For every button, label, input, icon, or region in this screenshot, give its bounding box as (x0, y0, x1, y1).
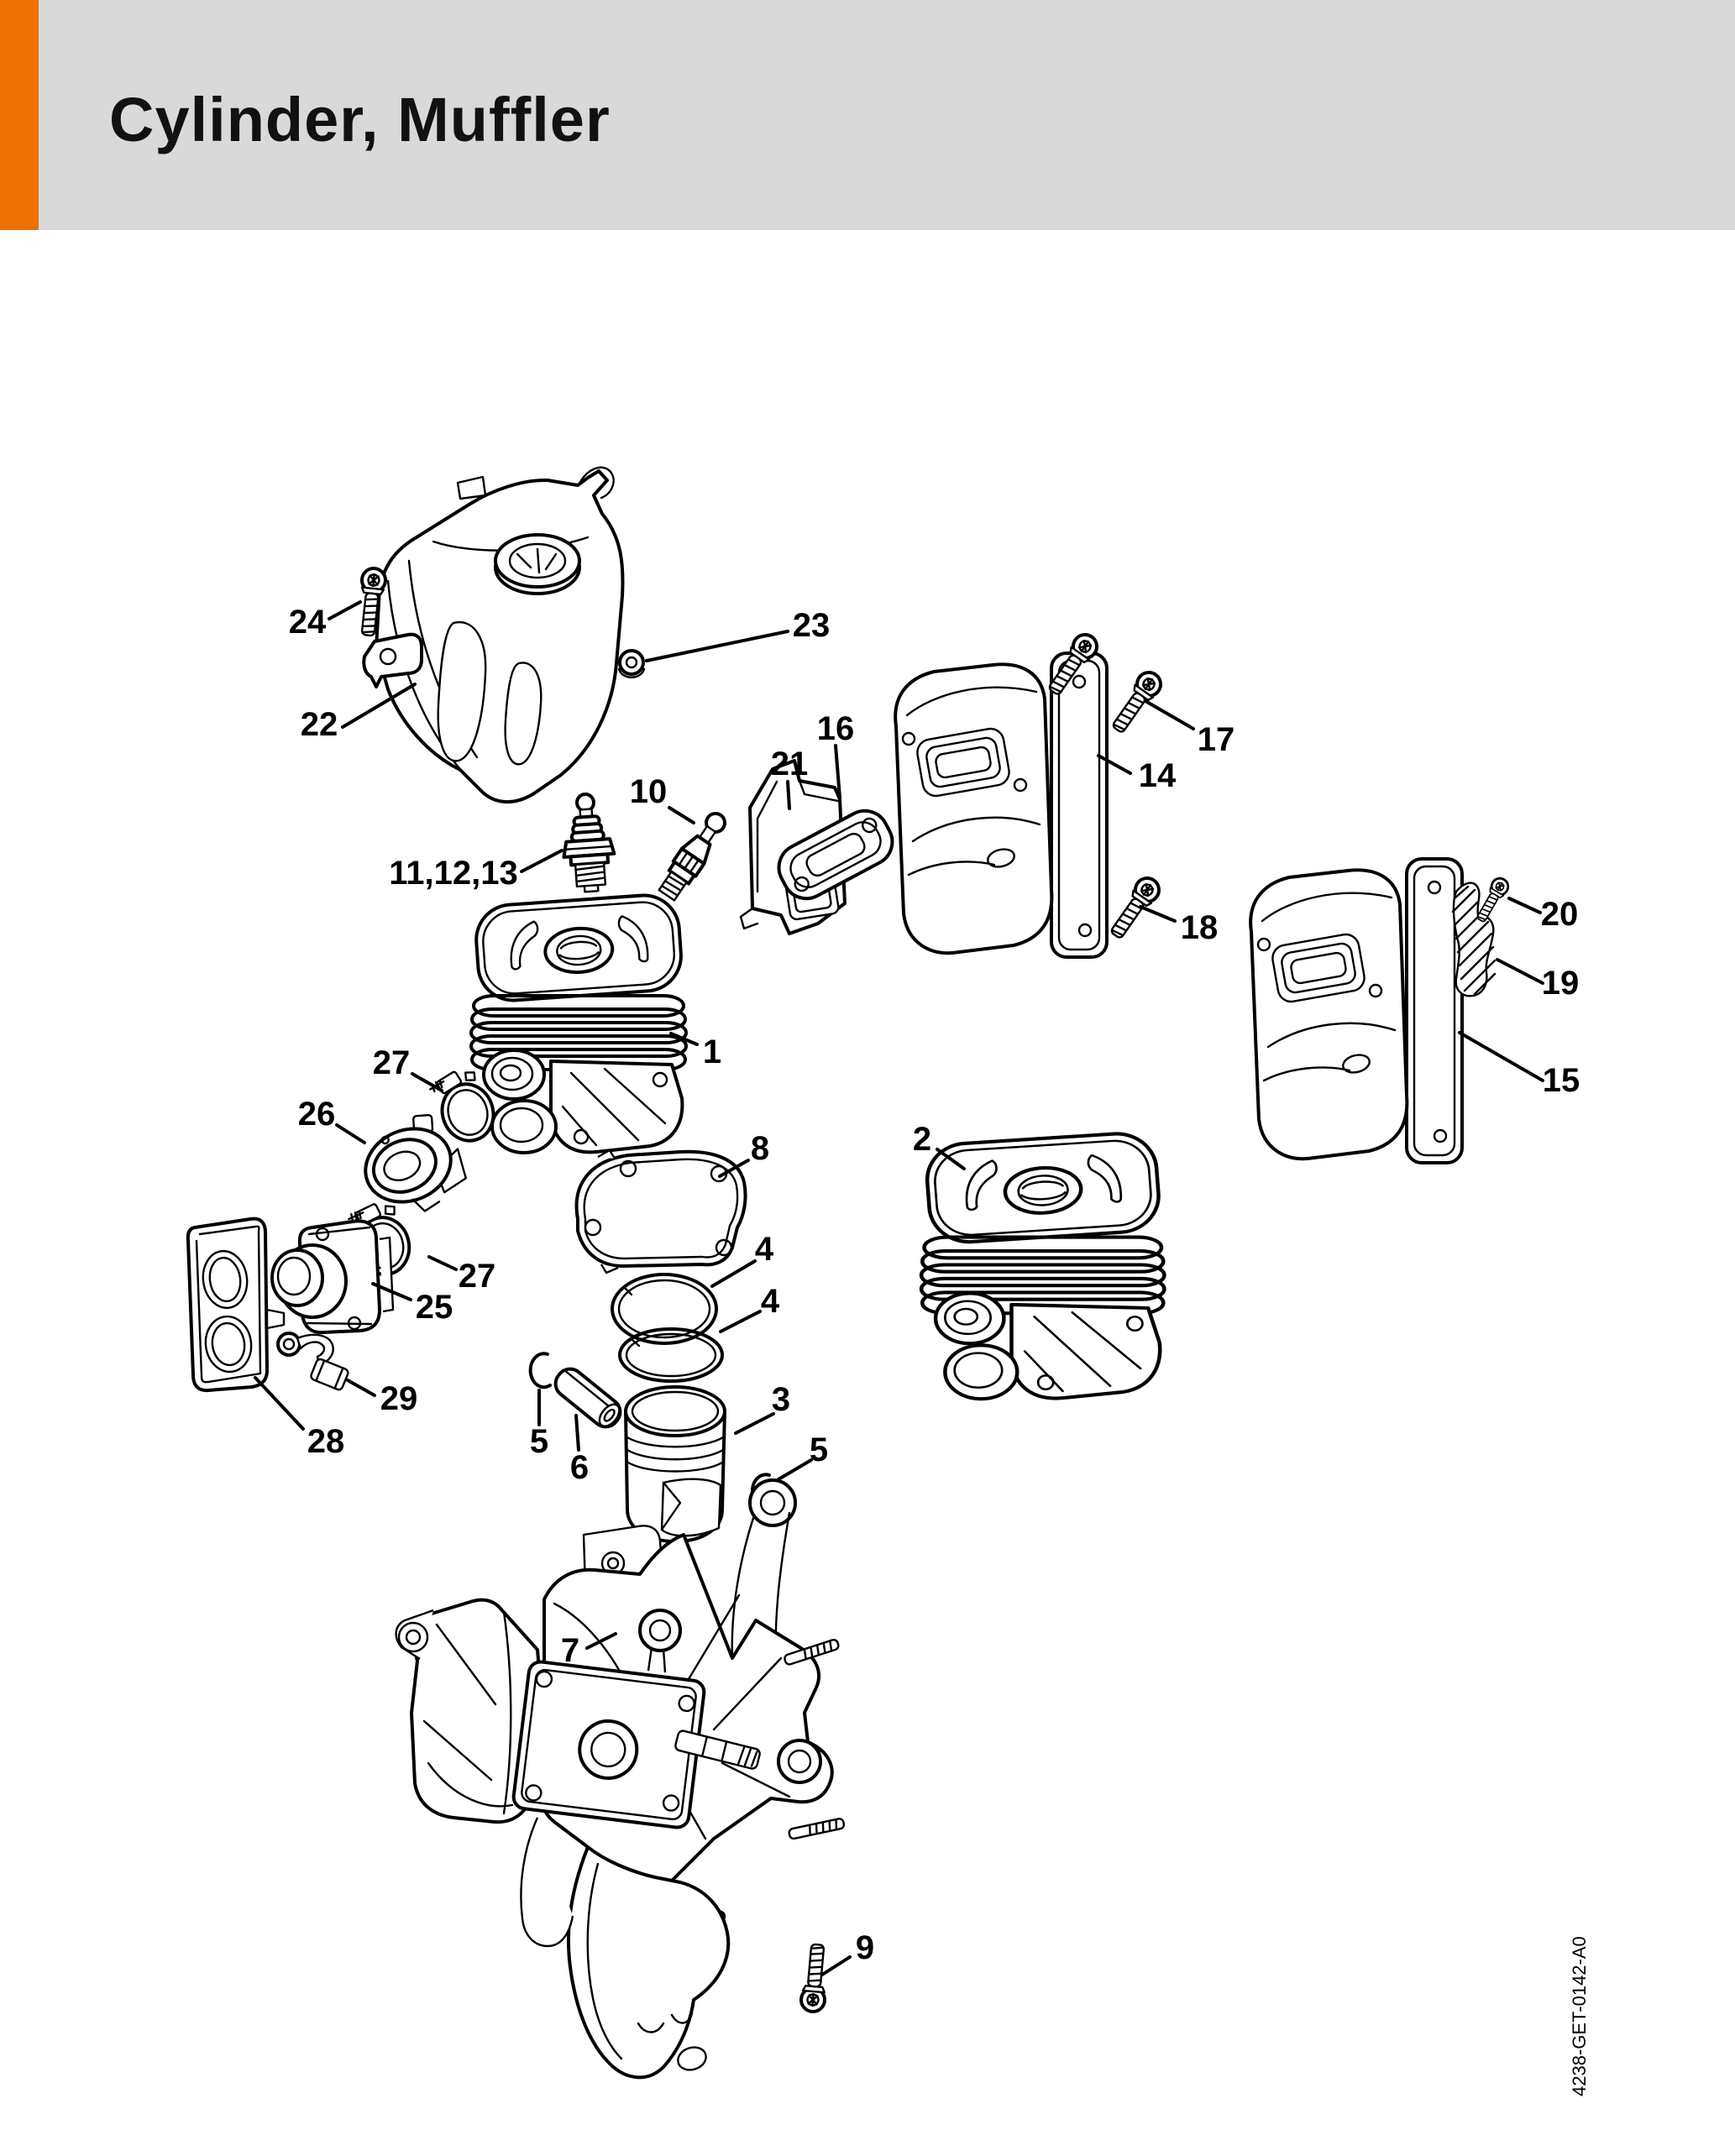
callout-26: 26 (298, 1096, 366, 1144)
callout-16: 16 (817, 710, 855, 799)
svg-text:7: 7 (561, 1632, 579, 1669)
callout-24: 24 (289, 600, 362, 641)
svg-text:16: 16 (817, 710, 855, 747)
page-title: Cylinder, Muffler (109, 85, 611, 154)
callout-8: 8 (718, 1130, 769, 1178)
callout-18: 18 (1139, 905, 1219, 946)
wrist-pin-6 (553, 1367, 622, 1429)
screw-18 (1103, 871, 1166, 945)
piston-ring-4a (611, 1273, 718, 1345)
piston-3 (624, 1385, 726, 1543)
callout-23: 23 (645, 607, 831, 662)
base-gasket-8 (574, 1149, 747, 1274)
callout-2: 2 (913, 1121, 966, 1170)
exhaust-gasket-16 (777, 808, 894, 901)
header-band (39, 0, 1735, 230)
muffler-15 (1249, 857, 1464, 1164)
callout-1: 1 (669, 1032, 721, 1070)
svg-text:17: 17 (1198, 721, 1235, 758)
callout-19: 19 (1496, 958, 1580, 1002)
svg-text:27: 27 (373, 1044, 411, 1081)
svg-text:19: 19 (1542, 965, 1580, 1002)
callout-3: 3 (734, 1381, 790, 1435)
svg-text:1: 1 (703, 1034, 721, 1070)
callout-5: 5 (530, 1389, 548, 1460)
svg-text:23: 23 (793, 607, 831, 644)
svg-text:6: 6 (570, 1449, 589, 1486)
callout-7: 7 (561, 1632, 617, 1669)
cover-bracket (362, 632, 423, 688)
svg-text:11,12,13: 11,12,13 (389, 855, 518, 892)
callout-20: 20 (1507, 896, 1579, 933)
piston-ring-4b (618, 1327, 724, 1383)
svg-text:5: 5 (810, 1431, 828, 1468)
svg-text:3: 3 (772, 1381, 790, 1418)
callout-21: 21 (771, 746, 809, 810)
svg-text:28: 28 (307, 1423, 345, 1460)
grommet-23 (617, 649, 646, 678)
callout-15: 15 (1458, 1031, 1580, 1099)
svg-text:15: 15 (1543, 1062, 1580, 1099)
callout-28: 28 (254, 1376, 345, 1460)
shield-plate-28 (186, 1217, 286, 1393)
callout-10: 10 (630, 773, 695, 824)
circlip-5a (528, 1352, 552, 1389)
screw-9 (798, 1942, 831, 2015)
svg-text:4: 4 (755, 1231, 774, 1268)
vent-hose-29 (276, 1332, 349, 1391)
callout-9: 9 (820, 1929, 874, 1976)
intake-manifold-26 (364, 1113, 467, 1212)
svg-text:27: 27 (459, 1258, 496, 1295)
callout-17: 17 (1144, 699, 1235, 758)
callout-27: 27 (427, 1255, 496, 1295)
svg-text:24: 24 (289, 604, 327, 641)
callout-22: 22 (301, 683, 417, 743)
screw-17b (1105, 666, 1167, 739)
accent-bar (0, 0, 39, 230)
spark-plug-11-12-13 (562, 793, 616, 893)
muffler-14 (894, 652, 1109, 959)
cylinder-cover-22 (362, 466, 625, 804)
svg-text:22: 22 (301, 706, 338, 743)
svg-text:9: 9 (856, 1929, 874, 1966)
callout-14: 14 (1097, 754, 1177, 794)
callout-4: 4 (710, 1231, 774, 1288)
svg-text:18: 18 (1181, 909, 1219, 946)
svg-text:29: 29 (380, 1380, 418, 1417)
callout-27: 27 (373, 1044, 443, 1092)
cylinder-1 (469, 891, 688, 1154)
svg-text:21: 21 (771, 746, 809, 782)
callout-5: 5 (777, 1431, 828, 1481)
svg-text:2: 2 (913, 1121, 931, 1158)
svg-text:8: 8 (751, 1130, 769, 1167)
svg-text:25: 25 (416, 1289, 453, 1326)
cylinder-2 (921, 1132, 1164, 1400)
svg-text:20: 20 (1541, 896, 1579, 933)
svg-text:4: 4 (761, 1283, 780, 1320)
spark-arrestor-screen-19 (1451, 882, 1497, 997)
doc-code: 4238-GET-0142-A0 (1569, 1936, 1590, 2096)
callout-11-12-13: 11,12,13 (389, 849, 563, 892)
svg-text:5: 5 (530, 1423, 548, 1460)
callout-29: 29 (346, 1379, 418, 1417)
svg-text:14: 14 (1139, 757, 1177, 794)
callout-4: 4 (719, 1283, 780, 1333)
svg-text:10: 10 (630, 773, 668, 810)
svg-text:26: 26 (298, 1096, 336, 1133)
decompression-valve-10 (658, 812, 726, 902)
intake-flange-25 (270, 1219, 395, 1335)
crankcase (395, 1478, 847, 2080)
callout-25: 25 (371, 1282, 453, 1326)
callout-6: 6 (570, 1414, 589, 1486)
